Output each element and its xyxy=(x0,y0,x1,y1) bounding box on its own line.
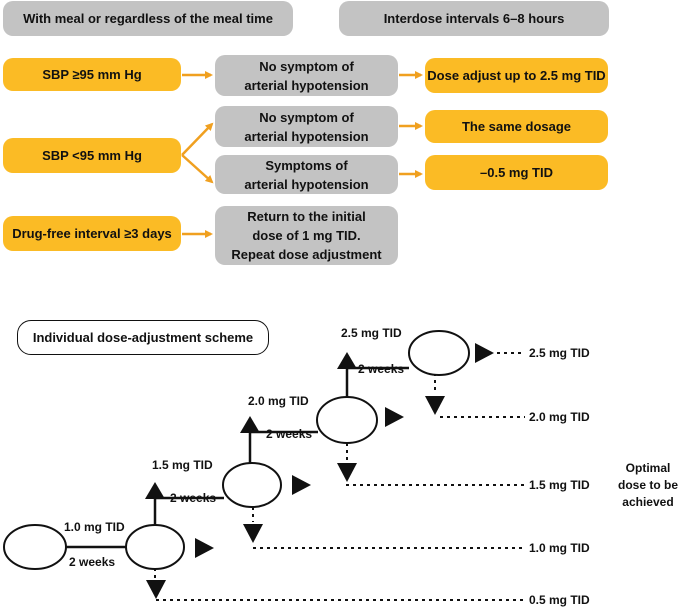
arrow-sbp-low-to-state3 xyxy=(181,154,214,184)
down-arrow-4 xyxy=(425,396,445,415)
level-label-1-0: 1.0 mg TID xyxy=(529,541,590,555)
optimal-dose-note: Optimal dose to be achieved xyxy=(617,460,678,509)
up-arrow-2 xyxy=(240,416,260,433)
triangle-arrows xyxy=(145,343,494,599)
condition-sbp-low: SBP <95 mm Hg xyxy=(3,138,181,173)
dose-circle-start xyxy=(3,524,67,570)
action-same-dosage: The same dosage xyxy=(425,110,608,143)
condition-sbp-high: SBP ≥95 mm Hg xyxy=(3,58,181,91)
dose-circle-2 xyxy=(222,462,282,508)
step-lines xyxy=(66,366,409,549)
step-dose-1: 1.0 mg TID xyxy=(64,520,125,534)
dose-circle-1 xyxy=(125,524,185,570)
down-arrow-3 xyxy=(337,463,357,482)
level-label-1-5: 1.5 mg TID xyxy=(529,478,590,492)
up-arrow-1 xyxy=(145,482,165,499)
state-return-initial: Return to the initial dose of 1 mg TID. … xyxy=(215,206,398,265)
condition-drug-free: Drug-free interval ≥3 days xyxy=(3,216,181,251)
level-label-2-5: 2.5 mg TID xyxy=(529,346,590,360)
state-no-symptom-1: No symptom of arterial hypotension xyxy=(215,55,398,96)
step-dose-3: 2.0 mg TID xyxy=(248,394,309,408)
flow-arrows xyxy=(181,71,423,238)
down-arrow-1 xyxy=(146,580,166,599)
down-arrow-2 xyxy=(243,524,263,543)
action-dose-adjust-up: Dose adjust up to 2.5 mg TID xyxy=(425,58,608,93)
arrow-sbp-low-to-state2 xyxy=(181,122,214,156)
dose-circles xyxy=(3,330,470,570)
interval-label-2: 2 weeks xyxy=(170,491,216,505)
state-symptoms: Symptoms of arterial hypotension xyxy=(215,155,398,194)
meal-timing-note: With meal or regardless of the meal time xyxy=(3,1,293,36)
right-arrow-3 xyxy=(385,407,404,427)
level-label-2-0: 2.0 mg TID xyxy=(529,410,590,424)
step-dose-4: 2.5 mg TID xyxy=(341,326,402,340)
step-dose-2: 1.5 mg TID xyxy=(152,458,213,472)
dose-circle-4 xyxy=(408,330,470,376)
up-arrow-3 xyxy=(337,352,357,369)
dotted-level-lines xyxy=(154,352,525,601)
interval-label-3: 2 weeks xyxy=(266,427,312,441)
scheme-title: Individual dose-adjustment scheme xyxy=(17,320,269,355)
level-label-0-5: 0.5 mg TID xyxy=(529,593,590,607)
interval-label-4: 2 weeks xyxy=(358,362,404,376)
state-no-symptom-2: No symptom of arterial hypotension xyxy=(215,106,398,147)
right-arrow-2 xyxy=(292,475,311,495)
right-arrow-1 xyxy=(195,538,214,558)
right-arrow-4 xyxy=(475,343,494,363)
interval-label-1: 2 weeks xyxy=(69,555,115,569)
interdose-interval-note: Interdose intervals 6–8 hours xyxy=(339,1,609,36)
action-decrease-dose: –0.5 mg TID xyxy=(425,155,608,190)
dose-circle-3 xyxy=(316,396,378,444)
